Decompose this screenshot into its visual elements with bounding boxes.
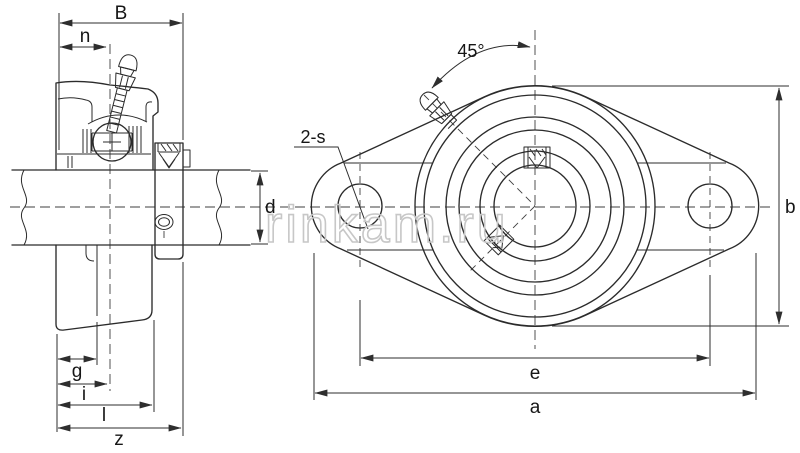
shaft <box>11 169 251 246</box>
dim-e: e <box>359 275 711 384</box>
collar-step <box>183 149 191 168</box>
left-view-section: B n d g i l <box>11 3 276 450</box>
dim-a: a <box>313 253 757 418</box>
bolt-hole-right <box>687 183 733 229</box>
boss-edges <box>344 162 726 251</box>
dim-label-a: a <box>530 397 541 418</box>
dim-d: d <box>251 170 276 245</box>
right-view-front: 45° 2-s b e a <box>294 41 796 418</box>
dim-label-e: e <box>530 363 541 384</box>
dim-label-45: 45° <box>457 41 484 61</box>
dim-label-n: n <box>80 26 91 47</box>
grease-fitting-side <box>106 54 138 134</box>
dim-2s: 2-s <box>294 127 369 230</box>
shaft-break-left <box>20 169 28 246</box>
dim-B: B <box>58 3 184 150</box>
flange-slot-curve <box>85 245 95 262</box>
dim-g: g <box>56 322 98 432</box>
centerlines <box>10 30 772 391</box>
cap-inner-left <box>57 97 93 122</box>
spherical-seat-arc <box>87 114 148 125</box>
setscrew-tip <box>158 152 180 168</box>
dim-label-i: i <box>82 384 86 405</box>
dim-l: l <box>57 320 155 426</box>
dim-b: b <box>552 85 796 327</box>
flange-plate-section <box>55 244 153 331</box>
diagonal-45-centerline <box>423 94 536 207</box>
grease-fitting-front <box>419 91 458 129</box>
setscrew-top <box>523 146 551 169</box>
dim-label-B: B <box>115 3 128 24</box>
dim-n: n <box>59 26 107 51</box>
shaft-break-right <box>215 169 223 246</box>
locking-collar <box>154 142 191 260</box>
watermark-text: rinkam.ru <box>265 196 509 254</box>
dim-label-b: b <box>785 197 796 218</box>
cap-inner-right <box>145 101 153 121</box>
dim-label-l: l <box>102 405 106 426</box>
dim-label-2s: 2-s <box>300 127 325 147</box>
housing-section <box>55 80 159 171</box>
dim-i: i <box>57 380 108 405</box>
bolt-hole-left <box>337 183 383 229</box>
setscrew-hole <box>154 214 174 230</box>
dim-45: 45° <box>431 41 531 89</box>
dim-label-d: d <box>265 197 276 218</box>
setscrew-diagonal <box>483 224 515 256</box>
dim-label-z: z <box>114 429 124 450</box>
bearing-races <box>67 126 142 168</box>
dim-z: z <box>57 262 184 450</box>
dim-label-g: g <box>72 361 83 382</box>
diagonal-setscrew-centerline <box>467 205 536 274</box>
bearing-ball <box>91 122 133 162</box>
